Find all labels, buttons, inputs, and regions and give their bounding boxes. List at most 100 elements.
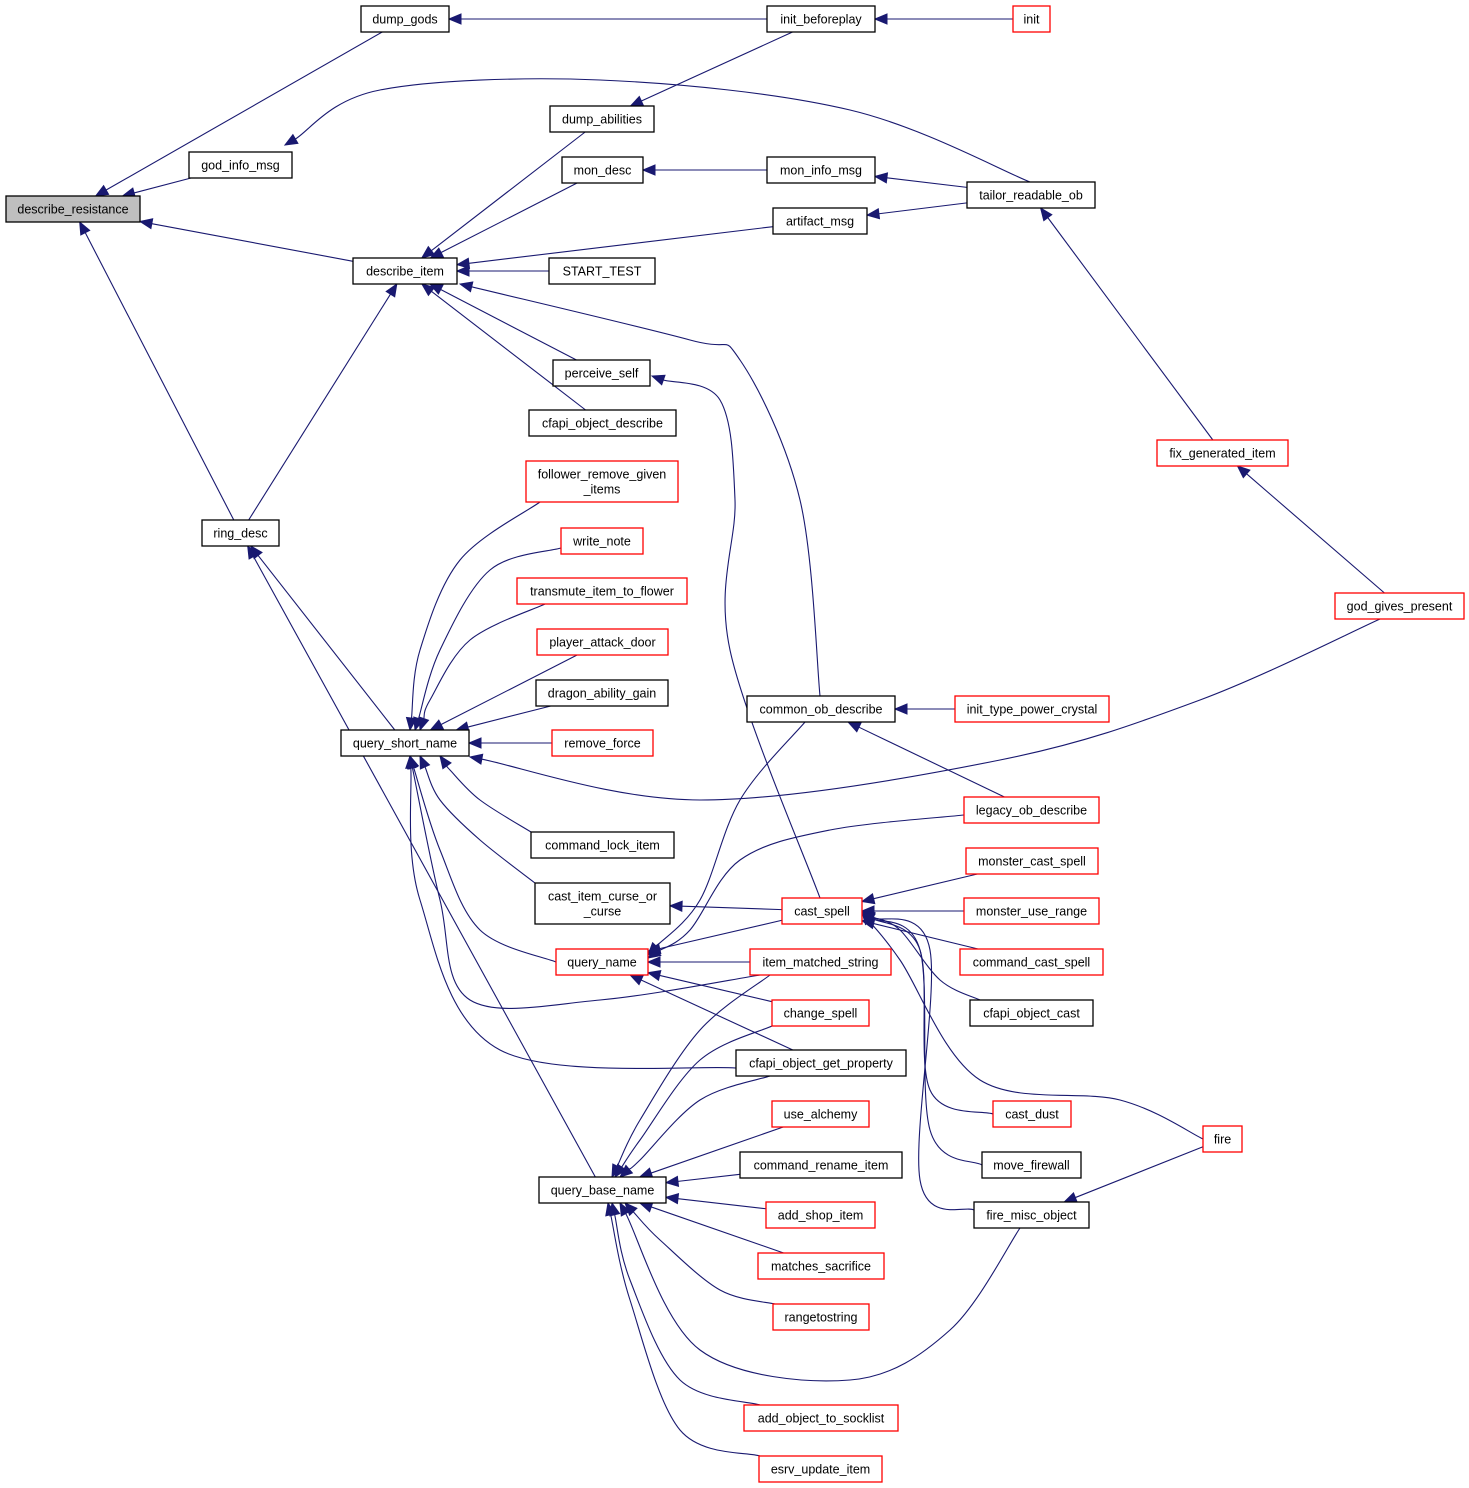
node-label: dragon_ability_gain [548, 687, 656, 701]
node-command-rename-item[interactable]: command_rename_item [739, 1151, 903, 1179]
node-legacy-ob-describe[interactable]: legacy_ob_describe [963, 796, 1100, 824]
edge-fire-to-fire_misc_object [1062, 1146, 1204, 1203]
node-use-alchemy[interactable]: use_alchemy [771, 1100, 870, 1128]
edge-START_TEST-to-describe_item [455, 265, 549, 277]
node-player-attack-door[interactable]: player_attack_door [536, 628, 669, 656]
arrowhead-icon [629, 974, 644, 986]
node-dump-abilities[interactable]: dump_abilities [549, 105, 655, 133]
edge-init_type_power_crystal-to-common_ob_describe [893, 703, 955, 715]
node-box [538, 1176, 667, 1204]
edge-change_spell-to-query_base_name [614, 1025, 773, 1179]
arrowhead-icon [668, 900, 683, 912]
node-command-cast-spell[interactable]: command_cast_spell [959, 948, 1104, 976]
node-init[interactable]: init [1012, 5, 1051, 33]
arrowhead-icon [419, 754, 431, 770]
node-perceive-self[interactable]: perceive_self [552, 359, 651, 387]
node-item-matched-string[interactable]: item_matched_string [749, 948, 892, 976]
node-cast-item-curse-or-curse[interactable]: cast_item_curse_or_curse [534, 882, 671, 925]
node-init-type-power-crystal[interactable]: init_type_power_crystal [954, 695, 1110, 723]
node-cfapi-object-get-property[interactable]: cfapi_object_get_property [735, 1049, 907, 1077]
edge-line [1047, 217, 1214, 441]
node-cfapi-object-describe[interactable]: cfapi_object_describe [528, 409, 677, 437]
edge-line [413, 767, 557, 963]
node-mon-info-msg[interactable]: mon_info_msg [766, 156, 876, 184]
node-matches-sacrifice[interactable]: matches_sacrifice [757, 1252, 885, 1280]
node-query-short-name[interactable]: query_short_name [340, 729, 470, 757]
node-artifact-msg[interactable]: artifact_msg [772, 207, 868, 235]
node-label: dump_gods [372, 13, 437, 27]
node-label: tailor_readable_ob [979, 189, 1083, 203]
node-label: query_short_name [353, 737, 457, 751]
arrowhead-icon [646, 942, 662, 955]
node-fix-generated-item[interactable]: fix_generated_item [1156, 439, 1289, 467]
edge-dump_gods-to-describe_resistance [94, 31, 383, 197]
node-START-TEST[interactable]: START_TEST [548, 257, 656, 285]
node-add-object-to-socklist[interactable]: add_object_to_socklist [743, 1404, 899, 1432]
node-box [969, 999, 1094, 1027]
node-add-shop-item[interactable]: add_shop_item [765, 1201, 876, 1229]
node-god-info-msg[interactable]: god_info_msg [188, 151, 293, 179]
node-box [981, 1151, 1082, 1179]
node-dump-gods[interactable]: dump_gods [360, 5, 450, 33]
node-box [963, 897, 1100, 925]
node-mon-desc[interactable]: mon_desc [561, 156, 644, 184]
node-ring-desc[interactable]: ring_desc [201, 519, 280, 547]
node-cfapi-object-cast[interactable]: cfapi_object_cast [969, 999, 1094, 1027]
arrowhead-icon [247, 544, 259, 560]
arrowhead-icon [439, 754, 452, 770]
node-label: add_shop_item [778, 1209, 863, 1223]
node-label: transmute_item_to_flower [530, 585, 674, 599]
node-common-ob-describe[interactable]: common_ob_describe [746, 695, 896, 723]
node-move-firewall[interactable]: move_firewall [981, 1151, 1082, 1179]
node-label: cast_dust [1005, 1108, 1059, 1122]
node-esrv-update-item[interactable]: esrv_update_item [758, 1455, 883, 1483]
node-query-name[interactable]: query_name [555, 948, 649, 976]
node-remove-force[interactable]: remove_force [551, 729, 654, 757]
edge-line [431, 131, 586, 252]
edge-line [858, 726, 1005, 798]
node-command-lock-item[interactable]: command_lock_item [530, 831, 675, 859]
edge-init-to-init_beforeplay [873, 13, 1013, 25]
edge-line [659, 919, 783, 950]
node-follower-remove-given-items[interactable]: follower_remove_given_items [525, 460, 679, 503]
node-transmute-item-to-flower[interactable]: transmute_item_to_flower [516, 577, 688, 605]
node-monster-use-range[interactable]: monster_use_range [963, 897, 1100, 925]
node-describe-item[interactable]: describe_item [352, 257, 458, 285]
node-describe-resistance[interactable]: describe_resistance [5, 195, 141, 223]
node-box [528, 409, 677, 437]
node-god-gives-present[interactable]: god_gives_present [1334, 592, 1465, 620]
node-label: init [1024, 13, 1041, 27]
node-rangetostring[interactable]: rangetostring [772, 1303, 870, 1331]
edge-line [641, 31, 793, 102]
arrowhead-icon [619, 1201, 631, 1217]
node-fire-misc-object[interactable]: fire_misc_object [973, 1201, 1090, 1229]
node-monster-cast-spell[interactable]: monster_cast_spell [965, 847, 1099, 875]
edge-monster_use_range-to-cast_spell [860, 905, 964, 917]
node-change-spell[interactable]: change_spell [771, 999, 870, 1027]
edge-mon_info_msg-to-mon_desc [641, 164, 767, 176]
arrowhead-icon [385, 282, 398, 298]
node-box [973, 1201, 1090, 1229]
node-init-beforeplay[interactable]: init_beforeplay [766, 5, 876, 33]
edge-query_short_name-to-ring_desc [249, 544, 396, 731]
node-box [536, 628, 669, 656]
node-query-base-name[interactable]: query_base_name [538, 1176, 667, 1204]
node-box [772, 207, 868, 235]
edge-legacy_ob_describe-to-common_ob_describe [846, 721, 1005, 798]
nodes-layer: describe_resistance dump_gods god_info_msg… [5, 5, 1465, 1483]
edge-line [481, 618, 1381, 801]
edge-line [410, 501, 541, 719]
node-tailor-readable-ob[interactable]: tailor_readable_ob [966, 181, 1096, 209]
node-label: perceive_self [565, 367, 639, 381]
edge-cfapi_object_get_property-to-query_name [629, 974, 794, 1051]
node-write-note[interactable]: write_note [560, 527, 644, 555]
node-cast-spell[interactable]: cast_spell [781, 897, 863, 925]
node-box [757, 1252, 885, 1280]
node-box [360, 5, 450, 33]
arrowhead-icon [641, 164, 656, 176]
node-dragon-ability-gain[interactable]: dragon_ability_gain [535, 679, 669, 707]
edge-follower_remove_given_items-to-query_short_name [405, 501, 541, 732]
node-fire[interactable]: fire [1202, 1125, 1243, 1153]
arrowhead-icon [447, 13, 462, 25]
node-cast-dust[interactable]: cast_dust [992, 1100, 1072, 1128]
